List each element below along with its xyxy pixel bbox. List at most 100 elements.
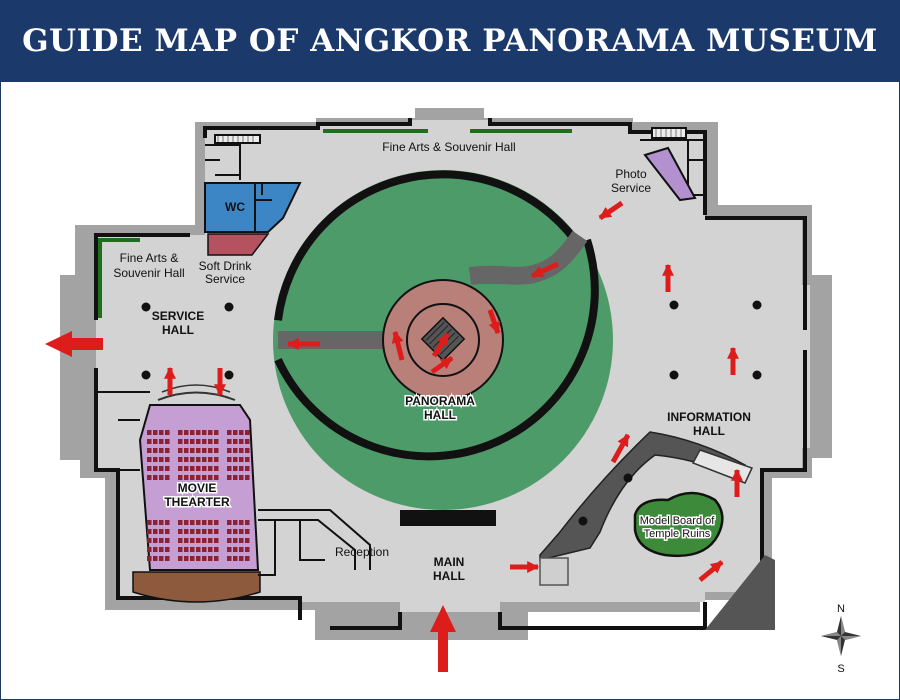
theater-seat	[233, 520, 238, 525]
reception-rooms	[258, 509, 371, 576]
theater-seat	[233, 430, 238, 435]
theater-seat	[245, 520, 250, 525]
theater-stage	[132, 571, 261, 603]
theater-seat	[184, 520, 189, 525]
theater-seat	[202, 430, 207, 435]
theater-seat	[214, 547, 219, 552]
theater-seat	[214, 430, 219, 435]
label-main-hall-line2: HALL	[433, 569, 465, 583]
theater-seat	[184, 538, 189, 543]
theater-seat	[227, 457, 232, 462]
theater-seat	[178, 457, 183, 462]
theater-seat	[178, 448, 183, 453]
theater-seat	[196, 448, 201, 453]
theater-seat	[159, 475, 164, 480]
theater-seat	[184, 556, 189, 561]
theater-seat	[147, 448, 152, 453]
theater-seat	[208, 538, 213, 543]
theater-seat	[178, 466, 183, 471]
theater-seat	[178, 538, 183, 543]
theater-seat	[202, 556, 207, 561]
theater-seat	[208, 430, 213, 435]
theater-seat	[208, 520, 213, 525]
red-arrow-icon	[430, 605, 456, 672]
theater-seat	[184, 430, 189, 435]
theater-seat	[245, 457, 250, 462]
theater-seat	[227, 475, 232, 480]
theater-seat	[178, 556, 183, 561]
theater-seat	[214, 466, 219, 471]
label-fine-arts-left-line1: Fine Arts &	[120, 251, 179, 265]
theater-seat	[227, 439, 232, 444]
theater-seat	[208, 448, 213, 453]
theater-seat	[227, 430, 232, 435]
panorama-hall-entrance-wall	[400, 510, 496, 526]
page-title: GUIDE MAP OF ANGKOR PANORAMA MUSEUM	[22, 23, 878, 59]
theater-seat	[165, 466, 170, 471]
theater-seat	[245, 547, 250, 552]
theater-seat	[214, 520, 219, 525]
theater-seat	[202, 448, 207, 453]
theater-seat	[153, 556, 158, 561]
theater-seat	[214, 529, 219, 534]
theater-seat	[245, 439, 250, 444]
model-board	[633, 491, 724, 557]
theater-seat	[147, 466, 152, 471]
theater-seat	[202, 457, 207, 462]
theater-seat	[165, 547, 170, 552]
red-arrow-icon	[45, 331, 103, 357]
wc-partitions	[254, 183, 272, 232]
theater-seat	[190, 457, 195, 462]
theater-seat	[159, 547, 164, 552]
red-arrow-icon	[610, 433, 631, 464]
theater-seat	[159, 466, 164, 471]
theater-seat	[165, 430, 170, 435]
theater-seat	[208, 529, 213, 534]
theater-seat	[159, 520, 164, 525]
compass-north-label: N	[837, 603, 845, 615]
red-arrow-icon	[530, 261, 560, 279]
theater-seat	[202, 538, 207, 543]
theater-seat	[159, 439, 164, 444]
theater-seat	[196, 547, 201, 552]
theater-seat	[202, 475, 207, 480]
theater-seat	[233, 556, 238, 561]
label-information-hall-line2: HALL	[693, 424, 725, 438]
theater-seat	[165, 556, 170, 561]
theater-seat	[227, 538, 232, 543]
theater-seat	[202, 529, 207, 534]
red-arrow-icon	[698, 560, 724, 582]
theater-seat	[153, 475, 158, 480]
theater-seat	[196, 430, 201, 435]
theater-seat	[239, 457, 244, 462]
theater-seat	[202, 466, 207, 471]
theater-seat	[214, 439, 219, 444]
theater-seat	[214, 457, 219, 462]
label-movie-theater-line2: THEARTER	[164, 495, 230, 509]
museum-floor-map: Fine Arts & Souvenir Hall Fine Arts & So…	[45, 108, 861, 675]
theater-seat	[239, 475, 244, 480]
theater-seat	[178, 520, 183, 525]
label-movie-theater-line1: MOVIE	[178, 481, 217, 495]
perimeter-walls	[94, 118, 807, 630]
theater-seat	[245, 556, 250, 561]
theater-seat	[196, 457, 201, 462]
theater-seat	[165, 439, 170, 444]
theater-seat	[184, 439, 189, 444]
theater-seat	[147, 457, 152, 462]
theater-seat	[233, 475, 238, 480]
theater-seat	[214, 475, 219, 480]
theater-seat	[153, 538, 158, 543]
theater-lobby-curve	[157, 391, 236, 401]
theater-seat	[153, 466, 158, 471]
label-fine-arts-left-line2: Souvenir Hall	[113, 266, 184, 280]
direction-arrows	[163, 200, 744, 582]
theater-seat	[227, 556, 232, 561]
theater-seat	[214, 556, 219, 561]
theater-seat	[245, 538, 250, 543]
theater-seat	[178, 475, 183, 480]
theater-seat	[239, 448, 244, 453]
theater-seat	[147, 475, 152, 480]
theater-seat	[147, 520, 152, 525]
label-wc: WC	[225, 200, 245, 214]
